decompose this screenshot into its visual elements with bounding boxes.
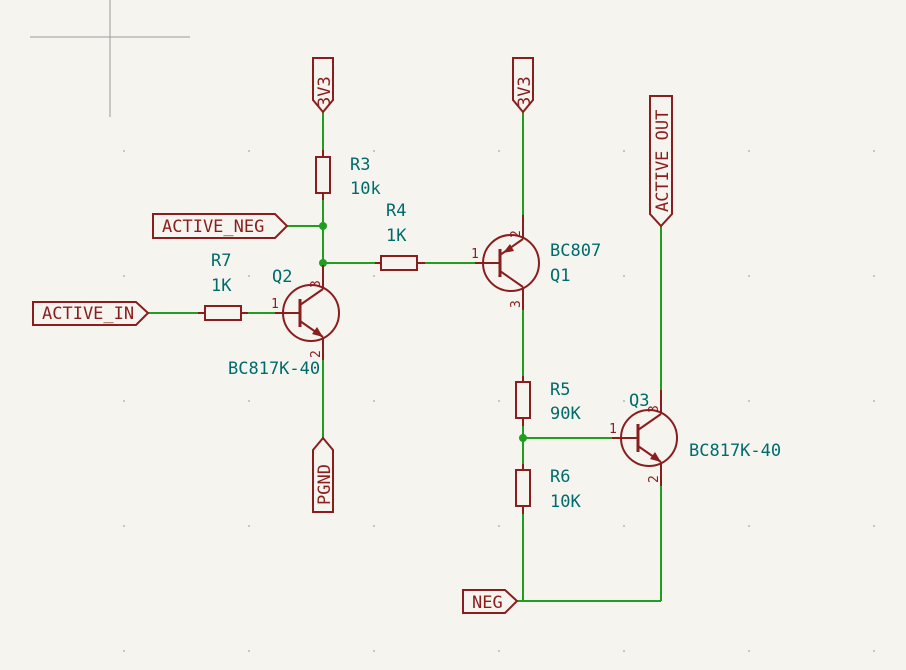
grid-dot — [873, 275, 875, 277]
grid-dot — [248, 650, 250, 652]
pin-number: 2 — [647, 475, 662, 483]
pin-number: 2 — [309, 350, 324, 358]
net-label-text: ACTIVE_OUT — [653, 110, 673, 212]
net-label-3v3-left[interactable]: 3V3 — [312, 57, 335, 114]
ref-designator: R4 — [386, 201, 406, 221]
component-value: BC817K-40 — [228, 359, 320, 379]
emitter-arrow — [650, 452, 661, 462]
grid-dot — [248, 150, 250, 152]
net-label-text: ACTIVE_IN — [42, 304, 134, 324]
pin-number: 3 — [309, 280, 324, 288]
ref-designator: R3 — [350, 155, 370, 175]
net-label-3v3-right[interactable]: 3V3 — [512, 57, 535, 114]
grid-dot — [123, 275, 125, 277]
net-label-text: ACTIVE_NEG — [162, 217, 264, 237]
grid-dot — [373, 150, 375, 152]
grid-dot — [873, 525, 875, 527]
grid-dot — [123, 525, 125, 527]
emitter-arrow — [503, 244, 514, 253]
net-label-text: NEG — [472, 593, 503, 613]
net-label-text: PGND — [315, 464, 335, 505]
ref-designator: Q2 — [272, 267, 292, 287]
grid-dot — [623, 150, 625, 152]
component-value: 10k — [350, 179, 381, 199]
resistor-r5[interactable]: R5 90K — [515, 376, 581, 426]
grid-dot — [873, 650, 875, 652]
net-label-pgnd[interactable]: PGND — [312, 436, 335, 513]
grid-dot — [623, 650, 625, 652]
component-value: 10K — [550, 492, 581, 512]
grid-dot — [248, 525, 250, 527]
pin-number: 1 — [471, 247, 479, 262]
grid-dot — [123, 650, 125, 652]
ref-designator: Q1 — [550, 266, 570, 286]
net-label-active-neg[interactable]: ACTIVE_NEG — [152, 213, 289, 239]
component-value: BC817K-40 — [689, 441, 781, 461]
grid-dot — [748, 525, 750, 527]
grid-dot — [373, 525, 375, 527]
net-label-active-in[interactable]: ACTIVE_IN — [32, 301, 150, 326]
resistor-r7[interactable]: R7 1K — [198, 251, 248, 321]
grid-dot — [248, 275, 250, 277]
pin-number: 3 — [647, 405, 662, 413]
grid-dot — [498, 400, 500, 402]
transistor-q2[interactable]: 1 3 2 Q2 BC817K-40 — [228, 265, 340, 379]
grid-dot — [498, 150, 500, 152]
grid-dot — [498, 525, 500, 527]
resistor-r4[interactable]: R4 1K — [375, 201, 425, 271]
net-label-text: 3V3 — [515, 76, 535, 107]
grid-dot — [873, 150, 875, 152]
junction-dot — [319, 259, 327, 267]
grid-dot — [623, 400, 625, 402]
grid-dot — [373, 275, 375, 277]
grid-dot — [248, 400, 250, 402]
grid-dot — [373, 650, 375, 652]
emitter-arrow — [312, 327, 323, 337]
grid-dot — [123, 150, 125, 152]
grid-dot — [748, 275, 750, 277]
grid-dot — [873, 400, 875, 402]
grid-dot — [373, 400, 375, 402]
ref-designator: Q3 — [629, 391, 649, 411]
net-label-neg[interactable]: NEG — [462, 589, 519, 614]
grid-dot — [123, 400, 125, 402]
grid-dot — [748, 400, 750, 402]
junction-dot — [319, 222, 327, 230]
net-label-text: 3V3 — [315, 76, 335, 107]
transistor-q1[interactable]: 1 2 3 BC807 Q1 — [471, 215, 601, 310]
crosshair-cursor — [30, 0, 190, 117]
junction-dot — [519, 434, 527, 442]
pin-number: 1 — [609, 422, 617, 437]
component-value: 1K — [386, 226, 407, 246]
pin-number: 2 — [509, 230, 524, 238]
component-value: 90K — [550, 404, 581, 424]
grid-dot — [498, 650, 500, 652]
resistor-r3[interactable]: R3 10k — [315, 150, 381, 200]
pin-number: 1 — [271, 297, 279, 312]
ref-designator: R5 — [550, 380, 570, 400]
grid-dot — [623, 525, 625, 527]
component-value: 1K — [211, 276, 232, 296]
net-label-active-out[interactable]: ACTIVE_OUT — [649, 95, 673, 228]
ref-designator: R7 — [211, 251, 231, 271]
component-value: BC807 — [550, 241, 601, 261]
ref-designator: R6 — [550, 467, 570, 487]
resistor-r6[interactable]: R6 10K — [515, 464, 581, 514]
grid-dot — [748, 650, 750, 652]
transistor-q3[interactable]: 1 3 2 Q3 BC817K-40 — [609, 390, 781, 486]
grid-dot — [748, 150, 750, 152]
wires[interactable] — [148, 112, 662, 602]
pin-number: 3 — [509, 300, 524, 308]
junctions — [319, 222, 527, 442]
grid-dot — [623, 275, 625, 277]
